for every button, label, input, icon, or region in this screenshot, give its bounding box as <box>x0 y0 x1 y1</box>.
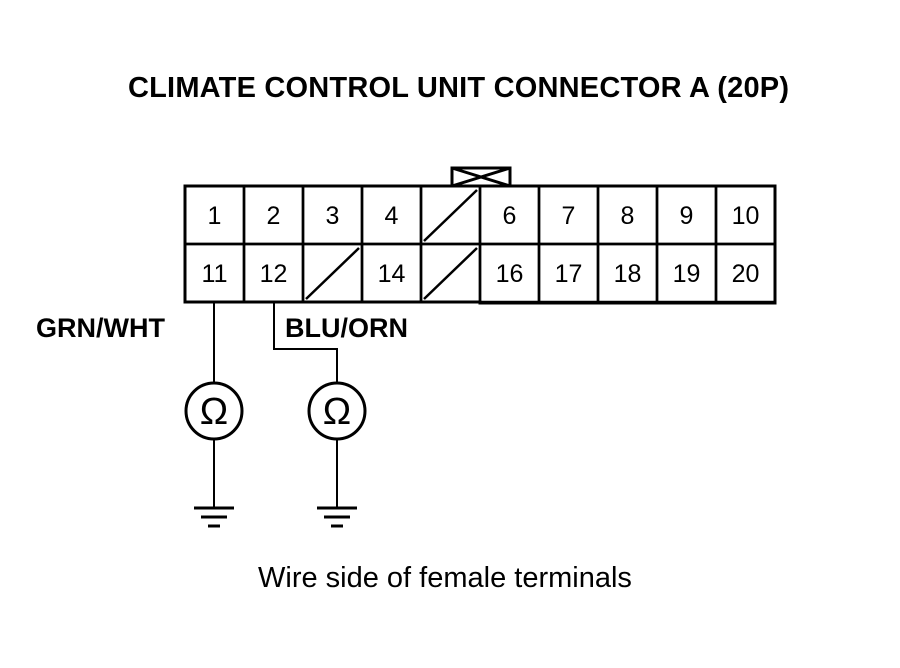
pin-number-11: 11 <box>202 260 228 288</box>
connector-cavity <box>714 242 777 304</box>
pin-number-3: 3 <box>326 202 340 230</box>
pin-number-9: 9 <box>680 202 694 230</box>
pin-number-14: 14 <box>378 260 406 288</box>
pin-number-2: 2 <box>267 202 281 230</box>
pin-number-12: 12 <box>260 260 288 288</box>
pin-number-20: 20 <box>732 260 760 288</box>
ohm-symbol: Ω <box>323 391 351 433</box>
unused-cavity-mark <box>423 247 478 300</box>
unused-cavity-mark <box>305 247 360 300</box>
connector-lock-tab <box>450 166 512 188</box>
ohmmeter-icon: Ω <box>307 381 367 441</box>
pin-number-8: 8 <box>621 202 635 230</box>
diagram-caption: Wire side of female terminals <box>258 562 632 594</box>
pin-number-17: 17 <box>555 260 583 288</box>
ohm-symbol: Ω <box>200 391 228 433</box>
pin-number-1: 1 <box>208 202 222 230</box>
pin-number-7: 7 <box>562 202 576 230</box>
diagram-title: CLIMATE CONTROL UNIT CONNECTOR A (20P) <box>128 72 790 104</box>
wire-color-label-grn-wht: GRN/WHT <box>36 313 165 343</box>
ground-icon <box>317 506 357 528</box>
connector-cavities <box>183 184 777 304</box>
ohmmeter-icon: Ω <box>184 381 244 441</box>
pin-number-4: 4 <box>385 202 399 230</box>
pin-number-18: 18 <box>614 260 642 288</box>
pin-number-19: 19 <box>673 260 701 288</box>
wire-color-label-blu-orn: BLU/ORN <box>285 313 408 343</box>
pin-number-10: 10 <box>732 202 760 230</box>
pin-number-6: 6 <box>503 202 517 230</box>
wire-blu-orn <box>273 302 338 507</box>
unused-cavity-mark <box>423 189 478 242</box>
pin-number-16: 16 <box>496 260 524 288</box>
ground-icon <box>194 506 234 528</box>
